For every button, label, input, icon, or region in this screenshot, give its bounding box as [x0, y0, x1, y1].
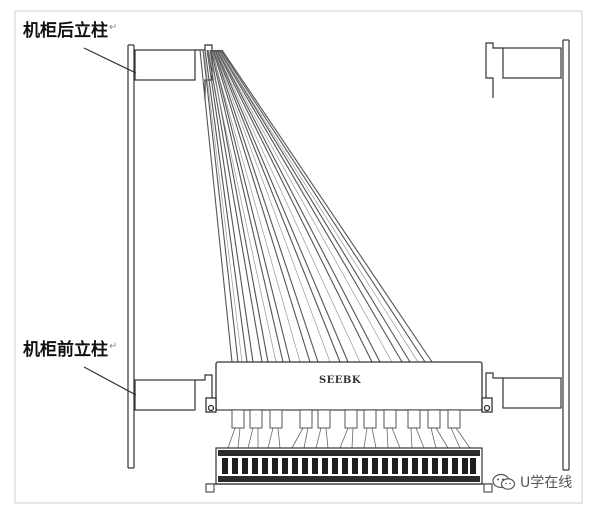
termination-wires: [227, 427, 471, 449]
right-rack-post: [562, 39, 570, 471]
rear-post-bracket-right: [485, 42, 562, 98]
watermark: U学在线: [492, 472, 572, 492]
front-post-bracket-left: [134, 374, 213, 411]
termination-block: [205, 447, 493, 493]
front-post-bracket-right: [485, 372, 562, 409]
front-post-return-mark: ↵: [109, 341, 118, 352]
cable-bundle: [199, 49, 433, 363]
rear-post-return-mark: ↵: [109, 22, 118, 33]
rear-post-label: 机柜后立柱↵: [23, 23, 117, 40]
rear-post-label-text: 机柜后立柱: [23, 21, 108, 41]
front-post-label: 机柜前立柱↵: [23, 342, 117, 359]
outer-frame: [14, 10, 583, 504]
cable-entry-tabs: [231, 409, 461, 429]
wechat-bubble-icon: [492, 473, 516, 490]
patch-panel-brand: SEEBK: [318, 375, 362, 386]
rear-post-leader-line: [83, 47, 137, 74]
idc-slots: [222, 458, 476, 474]
front-post-label-text: 机柜前立柱: [23, 340, 108, 360]
front-post-leader-line: [83, 366, 137, 396]
patch-panel: [205, 361, 493, 413]
watermark-text: U学在线: [520, 475, 573, 491]
left-rack-post: [127, 44, 135, 469]
cable-bundle-shadow: [203, 51, 419, 363]
